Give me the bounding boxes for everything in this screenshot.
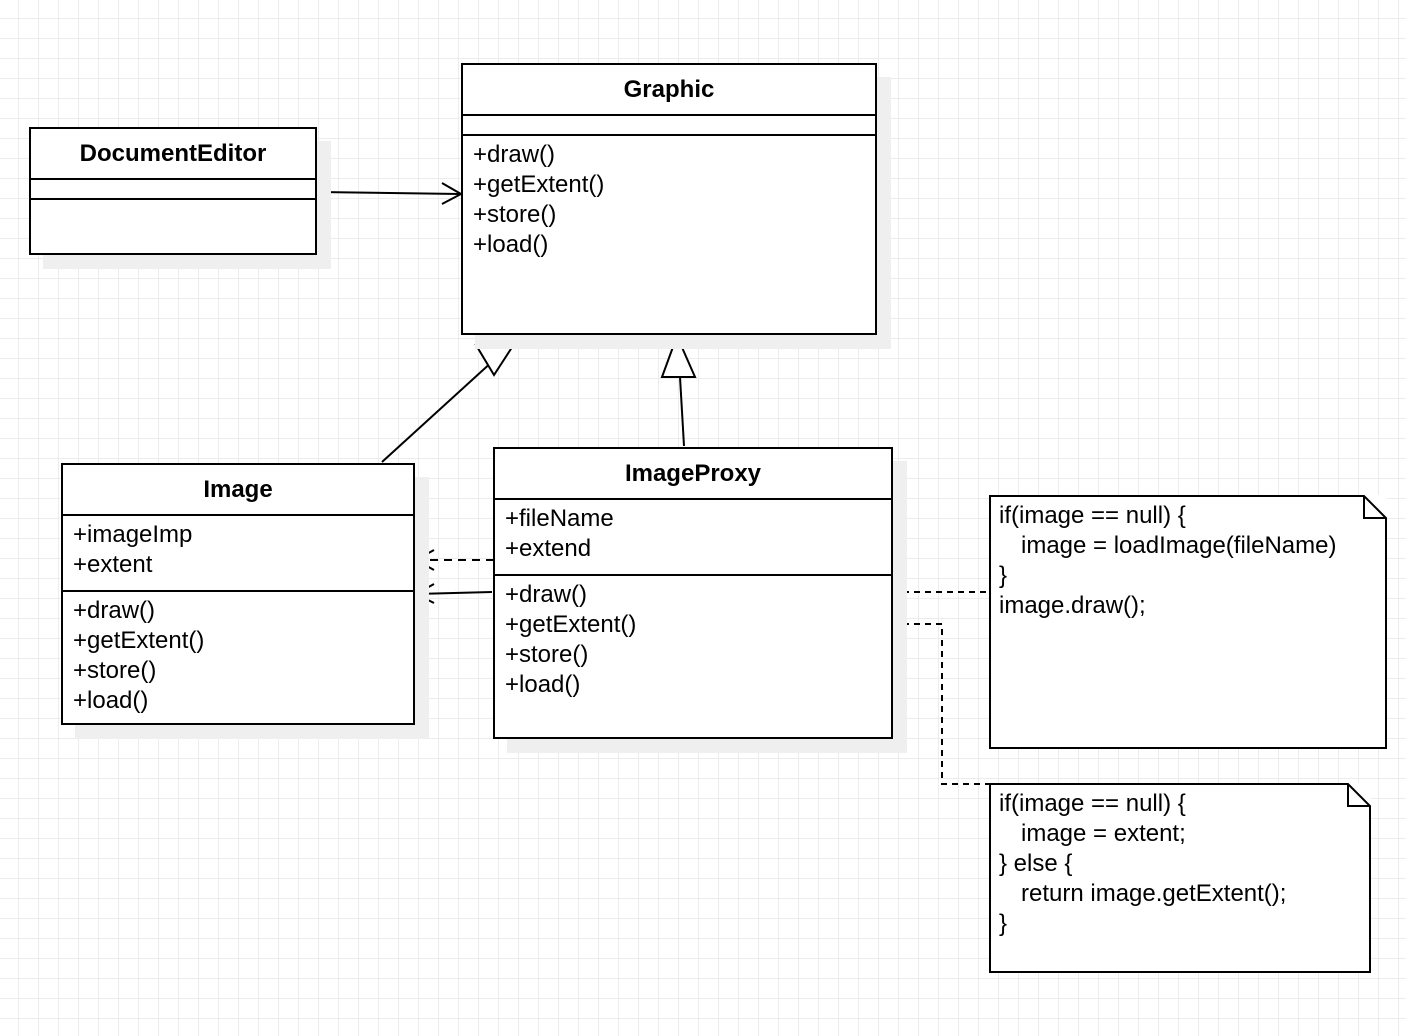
note-outline (989, 783, 1371, 973)
note-getextent[interactable]: if(image == null) { image = extent; } el… (989, 783, 1371, 973)
class-image[interactable]: Image +imageImp +extent +draw() +getExte… (61, 463, 415, 725)
operation: +load() (505, 671, 581, 698)
note-outline (989, 495, 1387, 749)
operations-compartment: +draw() +getExtent() +store() +load() (63, 592, 413, 716)
note-line: if(image == null) { (999, 790, 1186, 817)
note-line: image = extent; (1021, 820, 1186, 847)
class-imageproxy[interactable]: ImageProxy +fileName +extend +draw() +ge… (493, 447, 893, 739)
attributes-compartment: +fileName +extend (495, 500, 891, 576)
operation: +getExtent() (73, 627, 205, 654)
note-draw[interactable]: if(image == null) { image = loadImage(fi… (989, 495, 1387, 749)
operations-compartment (31, 200, 315, 253)
dependency-imageproxy-image[interactable] (413, 549, 494, 571)
class-name: ImageProxy (495, 449, 891, 500)
operations-compartment: +draw() +getExtent() +store() +load() (463, 136, 875, 260)
note-anchor-getextent[interactable] (892, 623, 990, 785)
class-documenteditor[interactable]: DocumentEditor (29, 127, 317, 255)
operation: +draw() (73, 597, 156, 624)
operations-compartment: +draw() +getExtent() +store() +load() (495, 576, 891, 700)
operation: +store() (73, 657, 157, 684)
note-line: } else { (999, 850, 1073, 877)
attribute: +extend (505, 535, 592, 562)
association-documenteditor-graphic[interactable] (317, 182, 464, 205)
attribute: +fileName (505, 505, 614, 532)
generalization-image-graphic[interactable] (381, 333, 523, 463)
operation: +store() (505, 641, 589, 668)
generalization-imageproxy-graphic[interactable] (660, 333, 697, 447)
attributes-compartment (31, 180, 315, 200)
note-line: } (999, 562, 1008, 589)
note-line: image = loadImage(fileName) (1021, 532, 1337, 559)
note-line: return image.getExtent(); (1021, 880, 1287, 907)
association-imageproxy-image[interactable] (413, 583, 493, 604)
note-line: image.draw(); (999, 592, 1146, 619)
operation: +draw() (505, 581, 588, 608)
operation: +store() (473, 201, 557, 228)
attributes-compartment: +imageImp +extent (63, 516, 413, 592)
attribute: +extent (73, 551, 153, 578)
attributes-compartment (463, 116, 875, 136)
class-name: Image (63, 465, 413, 516)
attribute: +imageImp (73, 521, 193, 548)
operation: +getExtent() (473, 171, 605, 198)
note-line: if(image == null) { (999, 502, 1186, 529)
class-graphic[interactable]: Graphic +draw() +getExtent() +store() +l… (461, 63, 877, 335)
operation: +getExtent() (505, 611, 637, 638)
class-name: Graphic (463, 65, 875, 116)
class-name: DocumentEditor (31, 129, 315, 180)
operation: +draw() (473, 141, 556, 168)
operation: +load() (473, 231, 549, 258)
note-line: } (999, 910, 1008, 937)
operation: +load() (73, 687, 149, 714)
